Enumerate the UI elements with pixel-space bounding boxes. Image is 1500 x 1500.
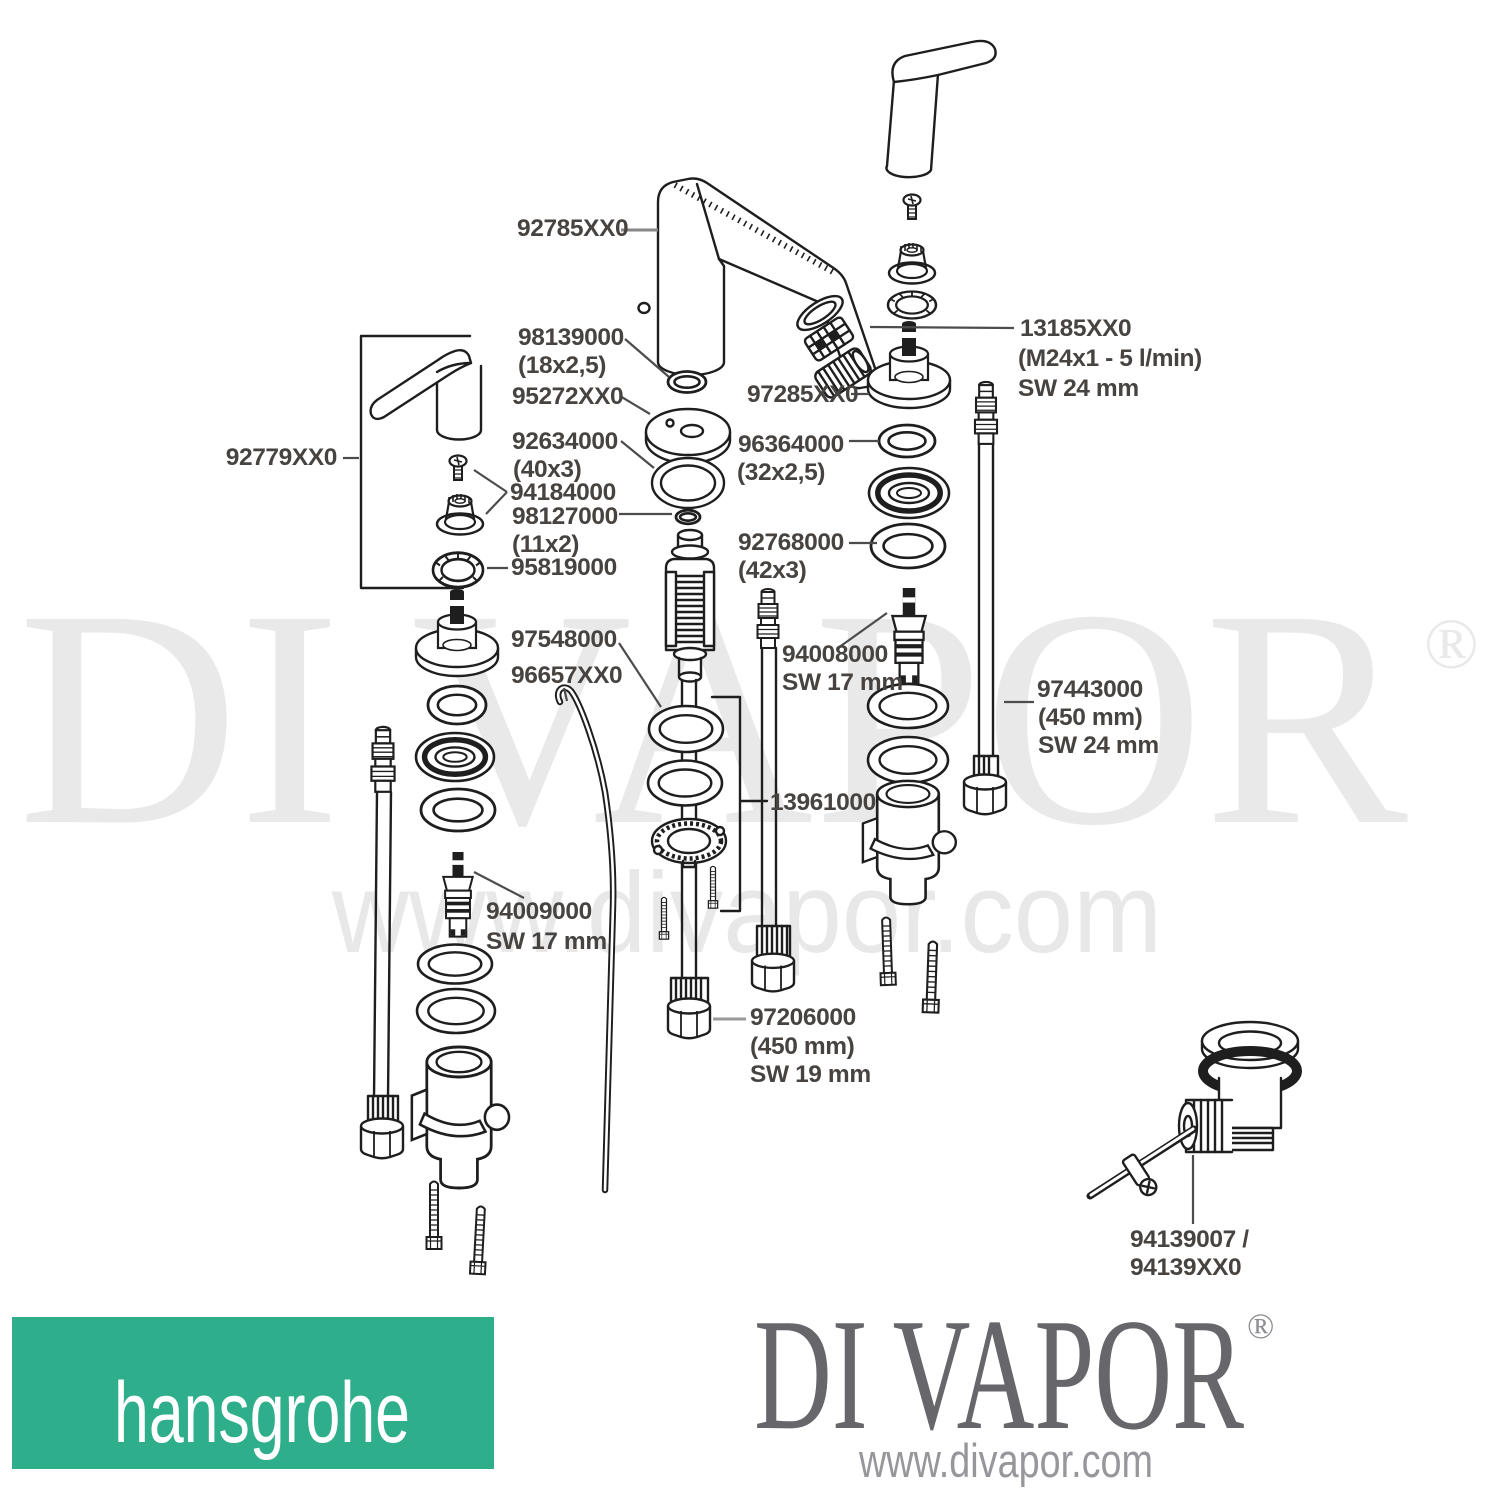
label-washer-set: 97548000: [511, 626, 617, 653]
part-labels: 92785XX0 98139000 (18x2,5) 95272XX0 9263…: [226, 215, 1250, 1281]
handle-right-drawing: [885, 39, 997, 179]
watermark-layer: DI VAPOR ® www.divapor.com: [18, 547, 1479, 977]
left-o-ring-drawing: [428, 686, 486, 724]
o-ring-40-drawing: [650, 456, 726, 510]
label-o-ring-42-size: (42x3): [738, 557, 806, 584]
divapor-logo-text: DI VAPOR: [754, 1285, 1244, 1463]
label-o-ring-40-size: (40x3): [513, 456, 581, 483]
label-cover-plate: 95272XX0: [512, 383, 623, 410]
label-o-ring-18: 98139000: [518, 324, 624, 351]
retaining-ring-drawing: [431, 551, 485, 589]
hansgrohe-logo-background: [12, 1317, 494, 1469]
washer-top-drawing: [649, 706, 723, 752]
left-o-ring2-drawing: [421, 789, 495, 831]
o-ring-11-drawing: [676, 510, 700, 524]
hansgrohe-logo-text: hansgrohe: [114, 1365, 410, 1461]
footer: hansgrohe DI VAPOR ® www.divapor.com: [12, 1285, 1274, 1487]
drain-rod-clamp-drawing: [1121, 1153, 1158, 1197]
mount-screw-left2-drawing: [468, 1205, 490, 1276]
left-seal-stack-drawing: [416, 733, 494, 781]
label-o-ring-18-size: (18x2,5): [518, 352, 606, 379]
right-washer2-drawing: [868, 737, 948, 783]
label-o-ring-11: 98127000: [512, 503, 618, 530]
right-handle-column-drawing: [863, 39, 997, 1014]
flange-nut-drawing: [650, 817, 728, 869]
divapor-url-text: www.divapor.com: [858, 1434, 1153, 1487]
left-washer1-drawing: [418, 945, 492, 984]
label-hose: 97206000: [750, 1004, 856, 1031]
middle-hose-drawing: [750, 588, 796, 993]
wave-ring-right-drawing: [886, 290, 938, 320]
label-o-ring-32: 96364000: [738, 431, 844, 458]
shank-bracket: [710, 695, 769, 913]
handle-screw-right-drawing: [902, 193, 922, 221]
label-drain-a: 94139007 /: [1130, 1226, 1249, 1253]
handle-left-drawing: [369, 348, 483, 441]
label-escutcheon: 97285XX0: [747, 381, 858, 408]
label-pop-up-rod: 96657XX0: [511, 662, 622, 689]
divapor-registered-icon: ®: [1247, 1306, 1274, 1346]
label-hose-long-sw: SW 24 mm: [1038, 732, 1159, 759]
washer-bottom-drawing: [648, 761, 722, 806]
label-hose-size: (450 mm): [750, 1033, 854, 1060]
inlet-connector-left-drawing: [410, 1045, 511, 1190]
o-ring-18-drawing: [668, 372, 706, 393]
right-hose-drawing: [962, 380, 1008, 816]
left-hose-drawing: [359, 725, 405, 1160]
mount-screw-left1-drawing: [425, 1180, 443, 1250]
supply-hose-nut-drawing: [666, 976, 712, 1040]
handle-screw-left-drawing: [448, 454, 468, 482]
handle-assembly-bracket: [359, 334, 472, 590]
label-shank: 13961000: [770, 789, 876, 816]
label-o-ring-40: 92634000: [512, 428, 618, 455]
spout-drawing: [637, 177, 880, 399]
label-spout: 92785XX0: [517, 215, 628, 242]
shank-drawing: [664, 528, 716, 982]
label-valve-right-sw: SW 17 mm: [782, 669, 903, 696]
label-valve-left: 94009000: [486, 898, 592, 925]
left-handle-column-drawing: [359, 334, 511, 1276]
o-ring-42-drawing: [871, 524, 945, 568]
left-washer2-drawing: [417, 989, 495, 1033]
label-o-ring-11-size: (11x2): [512, 531, 579, 558]
label-o-ring-32-size: (32x2,5): [737, 459, 825, 486]
label-aerator-sw: SW 24 mm: [1018, 375, 1139, 402]
right-seal-stack-drawing: [869, 468, 949, 518]
label-cartridge-cap: 94184000: [510, 479, 616, 506]
watermark-registered-icon: ®: [1424, 604, 1479, 684]
label-hose-sw: SW 19 mm: [750, 1061, 871, 1088]
label-retaining-ring: 95819000: [511, 554, 617, 581]
label-o-ring-42: 92768000: [738, 529, 844, 556]
leader-lines: [343, 228, 1195, 1224]
drain-assembly-drawing: [1086, 1020, 1302, 1200]
escutcheon-right-drawing: [866, 319, 952, 410]
label-handle-assembly: 92779XX0: [226, 444, 337, 471]
spout-shank-stack-drawing: [644, 372, 732, 1040]
diagram-artwork: [359, 39, 1302, 1276]
cartridge-cap-right-drawing: [887, 241, 937, 285]
cartridge-cap-left-drawing: [435, 492, 485, 536]
o-ring-32-drawing: [879, 425, 935, 457]
label-valve-right: 94008000: [782, 641, 888, 668]
label-aerator: 13185XX0: [1020, 315, 1131, 342]
label-hose-long-size: (450 mm): [1038, 704, 1142, 731]
label-hose-long: 97443000: [1037, 676, 1143, 703]
label-valve-left-sw: SW 17 mm: [486, 928, 607, 955]
label-aerator-spec: (M24x1 - 5 l/min): [1018, 345, 1202, 372]
cover-plate-drawing: [644, 407, 732, 465]
label-drain-b: 94139XX0: [1130, 1254, 1241, 1281]
